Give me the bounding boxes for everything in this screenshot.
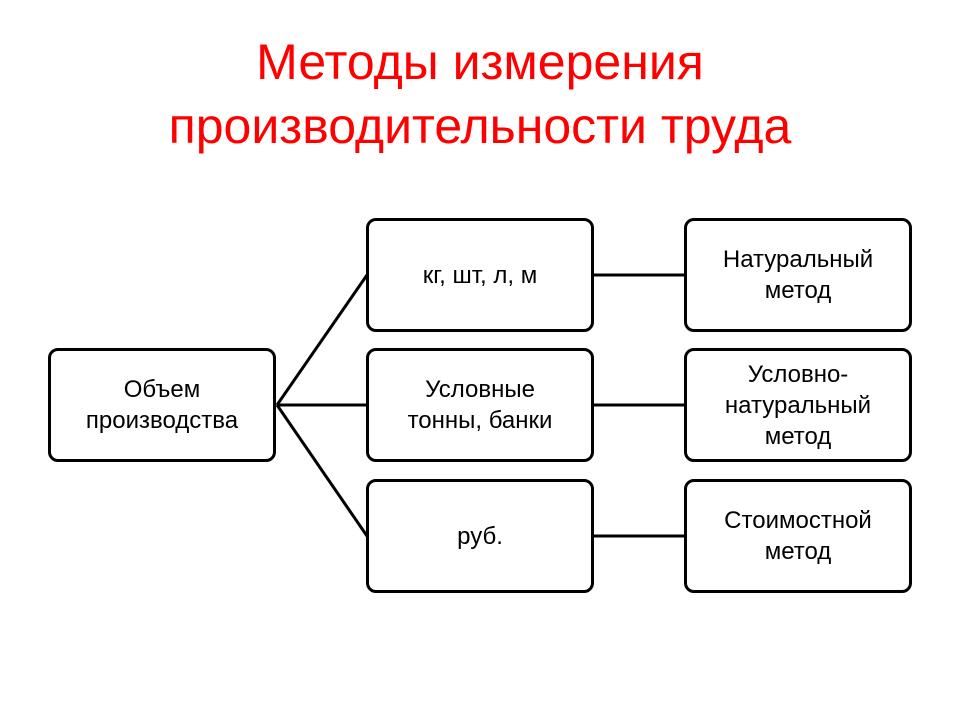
slide-title: Методы измерения производительности труд… xyxy=(0,30,960,158)
slide-title-line-1: Методы измерения xyxy=(256,34,704,90)
method-box-natural: Натуральный метод xyxy=(684,218,912,332)
connector-root-to-units-1 xyxy=(275,274,369,406)
method-box-cost: Стоимостной метод xyxy=(684,479,912,593)
connector-root-to-units-3 xyxy=(275,404,369,537)
units-box-natural: кг, шт, л, м xyxy=(366,218,594,332)
units-box-conditional: Условные тонны, банки xyxy=(366,348,594,462)
units-box-cost: руб. xyxy=(366,479,594,593)
slide-title-line-2: производительности труда xyxy=(168,98,792,154)
root-box-production-volume: Объем производства xyxy=(48,348,276,462)
method-box-conditional-natural: Условно- натуральный метод xyxy=(684,348,912,462)
